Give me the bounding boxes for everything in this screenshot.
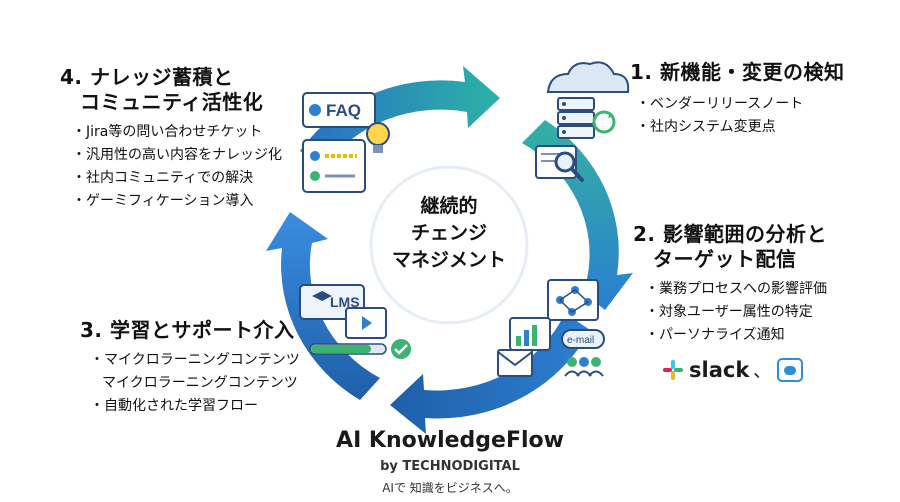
brand-byline: by TECHNODIGITAL (380, 459, 520, 474)
step-4-bullet: ・社内コミュニティでの解決 (72, 170, 254, 186)
step-2-title-line2: ターゲット配信 (653, 247, 797, 271)
center-label-line: マネジメント (391, 249, 506, 271)
step-3-bullet: ・マイクロラーニングコンテンツ (90, 352, 300, 368)
center-label-line: チェンジ (410, 222, 487, 244)
step-3-bullet: マイクロラーニングコンテンツ (102, 375, 298, 391)
step-2-bullet: ・業務プロセスへの影響評価 (645, 281, 827, 297)
center-label: 継続的 チェンジ マネジメント (385, 193, 513, 274)
step-1-title: 1. 新機能・変更の検知 (630, 60, 845, 84)
integrations-row: slack 、 (663, 357, 804, 383)
step-1-block: 1. 新機能・変更の検知 ・ベンダーリリースノート ・社内システム変更点 (630, 60, 890, 139)
cycle-arrow-bottom (390, 313, 590, 434)
step-2-block: 2. 影響範囲の分析と ターゲット配信 ・業務プロセスへの影響評価 ・対象ユーザ… (633, 222, 893, 347)
cycle-arrow-top (300, 66, 500, 166)
chat-app-icon (777, 358, 804, 382)
step-2-title: 2. 影響範囲の分析と (633, 222, 827, 246)
slack-logo-icon (663, 360, 683, 380)
step-2-bullet: ・パーソナライズ通知 (645, 327, 785, 343)
integration-separator: 、 (753, 361, 772, 382)
step-4-bullet: ・汎用性の高い内容をナレッジ化 (72, 147, 282, 163)
brand-tagline: AIで 知識をビジネスへ。 (382, 481, 518, 495)
step-1-bullet: ・社内システム変更点 (636, 119, 776, 135)
faq-card-icon (302, 92, 390, 193)
step-3-title: 3. 学習とサポート介入 (80, 318, 295, 342)
brand-name: AI KnowledgeFlow (336, 428, 564, 453)
step-3-block: 3. 学習とサポート介入 ・マイクロラーニングコンテンツ マイクロラーニングコン… (80, 318, 380, 418)
center-label-line: 継続的 (420, 195, 478, 217)
step-4-bullet: ・Jira等の問い合わせチケット (72, 124, 263, 140)
faq-label: FAQ (326, 101, 361, 120)
step-4-block: 4. ナレッジ蓄積と コミュニティ活性化 ・Jira等の問い合わせチケット ・汎… (60, 65, 320, 213)
step-3-bullet: ・自動化された学習フロー (90, 398, 258, 414)
step-1-bullet: ・ベンダーリリースノート (636, 96, 804, 112)
cycle-arrow-right (522, 120, 633, 310)
email-label: e-mail (567, 335, 594, 346)
step-4-title-line2: コミュニティ活性化 (80, 90, 264, 114)
lms-video-icon (299, 284, 411, 359)
cycle-arrow-left (266, 212, 380, 400)
slack-label: slack (689, 358, 750, 382)
lms-label: LMS (330, 294, 360, 310)
network-analysis-icon (497, 279, 605, 377)
step-2-bullet: ・対象ユーザー属性の特定 (645, 304, 813, 320)
cloud-server-icon (535, 61, 630, 182)
step-4-bullet: ・ゲーミフィケーション導入 (72, 193, 254, 209)
center-disc (369, 165, 529, 325)
step-4-title: 4. ナレッジ蓄積と (60, 65, 234, 89)
